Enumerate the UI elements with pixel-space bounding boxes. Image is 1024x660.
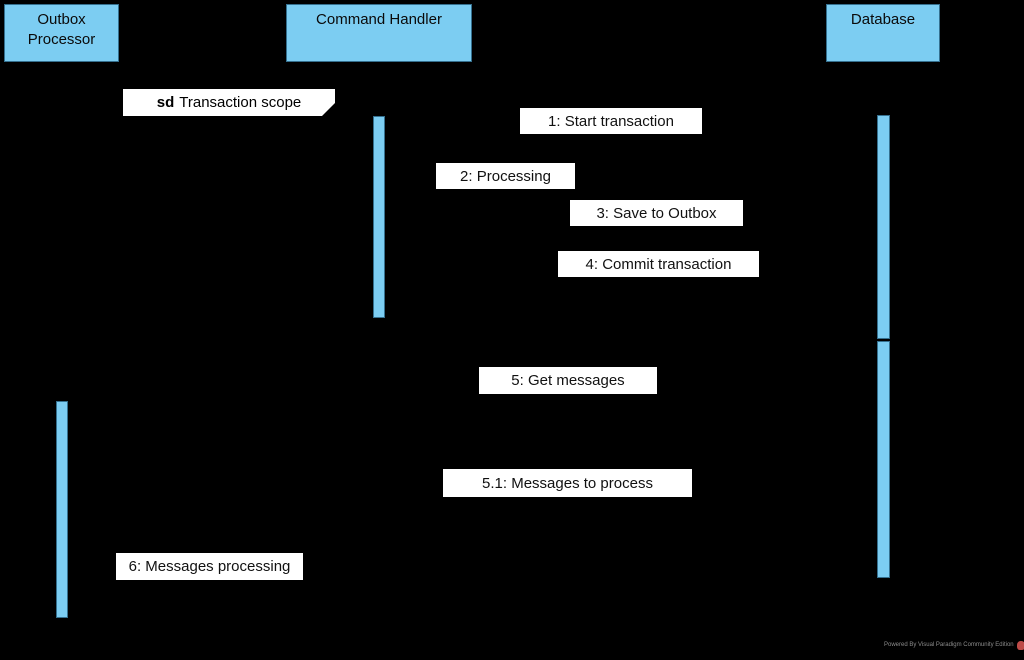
message-label-processing: 2: Processing	[436, 163, 575, 189]
activation-bar-database-1	[877, 115, 890, 339]
actor-label-line: Command Handler	[316, 11, 442, 28]
actor-label-line: Database	[850, 11, 916, 28]
frame-title: Transaction scope	[179, 94, 302, 111]
actor-database: Database	[826, 4, 940, 62]
message-label-commit-transaction: 4: Commit transaction	[558, 251, 759, 277]
activation-bar-database-2	[877, 341, 890, 578]
message-label-start-transaction: 1: Start transaction	[520, 108, 702, 134]
actor-command-handler: Command Handler	[286, 4, 472, 62]
watermark-text: Powered By Visual Paradigm Community Edi…	[884, 642, 1014, 648]
actor-outbox-processor: Outbox Processor	[4, 4, 119, 62]
actor-label-line: Processor	[27, 31, 96, 48]
watermark: Powered By Visual Paradigm Community Edi…	[884, 639, 1024, 651]
message-label-messages-to-process: 5.1: Messages to process	[443, 469, 692, 497]
visual-paradigm-logo-icon	[1016, 640, 1024, 650]
message-label-get-messages: 5: Get messages	[479, 367, 657, 394]
frame-label: sd Transaction scope	[123, 89, 335, 116]
message-label-save-to-outbox: 3: Save to Outbox	[570, 200, 743, 226]
activation-bar-outbox-processor	[56, 401, 68, 618]
frame-keyword: sd	[156, 94, 175, 111]
activation-bar-command-handler	[373, 116, 385, 318]
actor-label-line: Outbox	[37, 11, 86, 28]
message-label-messages-processing: 6: Messages processing	[116, 553, 303, 580]
